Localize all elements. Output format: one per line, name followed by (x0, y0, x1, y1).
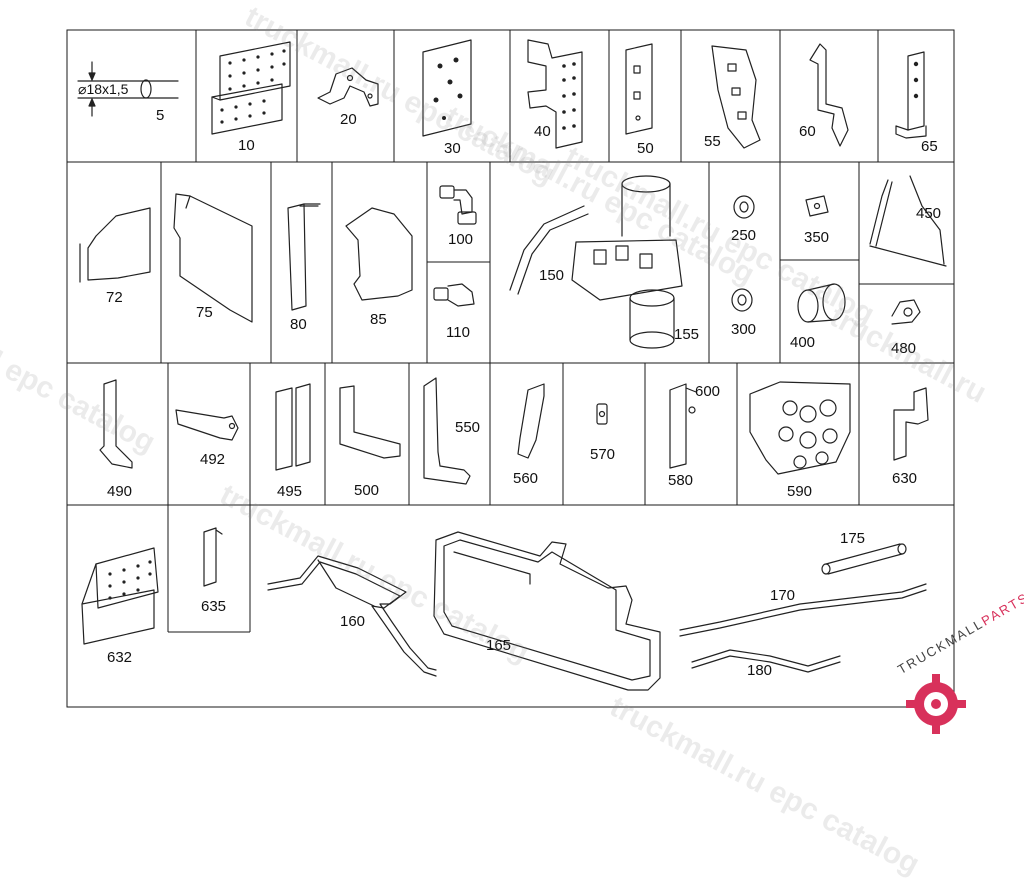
part-160-pipe (267, 555, 437, 677)
dimension-label: ⌀18x1,5 (78, 81, 129, 97)
part-570-clip (596, 403, 608, 425)
callout-350: 350 (804, 229, 830, 246)
part-635-bracket (203, 527, 223, 587)
callout-110: 110 (446, 324, 470, 341)
part-75-plate (173, 193, 253, 323)
callout-490: 490 (107, 483, 133, 500)
callout-550: 550 (455, 419, 481, 436)
part-580-bracket (669, 383, 697, 469)
part-50-plate (625, 43, 653, 135)
part-175-tube (821, 543, 907, 575)
part-55-plate (711, 45, 761, 149)
part-480-clamp (891, 299, 921, 325)
callout-632: 632 (107, 649, 133, 666)
part-170-pipe (679, 583, 927, 637)
callout-65: 65 (921, 138, 938, 155)
callout-150: 150 (539, 267, 565, 284)
part-632-plate (81, 547, 159, 645)
part-40-bracket (527, 39, 583, 149)
callout-300: 300 (731, 321, 757, 338)
callout-580: 580 (668, 472, 694, 489)
part-65-bracket (895, 51, 927, 139)
part-110-fitting (433, 283, 475, 307)
part-300-nut (731, 288, 753, 312)
callout-72: 72 (106, 289, 123, 306)
callout-50: 50 (637, 140, 654, 157)
part-560-bracket (517, 383, 545, 459)
part-180-pipe (691, 649, 841, 673)
callout-450: 450 (916, 205, 942, 222)
callout-30: 30 (444, 140, 461, 157)
callout-75: 75 (196, 304, 213, 321)
callout-492: 492 (200, 451, 226, 468)
part-495-bracket (275, 383, 311, 471)
part-80-bracket (287, 203, 321, 311)
part-630-bracket (893, 387, 929, 461)
callout-560: 560 (513, 470, 539, 487)
part-350-washer (805, 195, 829, 217)
brand-logo-icon (906, 674, 966, 734)
callout-155: 155 (674, 326, 700, 343)
part-590-plate (749, 381, 851, 475)
part-30-plate (422, 39, 472, 137)
part-5-pipe (77, 61, 179, 117)
callout-180: 180 (747, 662, 773, 679)
callout-630: 630 (892, 470, 918, 487)
diameter-icon: ⌀ (78, 81, 87, 97)
callout-570: 570 (590, 446, 616, 463)
part-20-bracket (317, 67, 379, 107)
callout-400: 400 (790, 334, 816, 351)
callout-590: 590 (787, 483, 813, 500)
callout-250: 250 (731, 227, 757, 244)
part-155-valve-assembly (571, 175, 683, 349)
part-165-pipe (433, 531, 661, 691)
callout-600: 600 (695, 383, 721, 400)
callout-635: 635 (201, 598, 227, 615)
callout-20: 20 (340, 111, 357, 128)
callout-165: 165 (486, 637, 512, 654)
part-10-plate (211, 41, 291, 135)
callout-80: 80 (290, 316, 307, 333)
callout-85: 85 (370, 311, 387, 328)
part-492-bracket (175, 409, 239, 441)
part-150-hose (509, 205, 589, 295)
part-490-bracket (99, 379, 133, 469)
callout-40: 40 (534, 123, 551, 140)
part-85-bracket (345, 207, 413, 301)
callout-100: 100 (448, 231, 474, 248)
callout-495: 495 (277, 483, 303, 500)
callout-170: 170 (770, 587, 796, 604)
part-72-plate (79, 207, 151, 283)
callout-500: 500 (354, 482, 380, 499)
part-60-bracket (809, 43, 849, 147)
callout-480: 480 (891, 340, 917, 357)
part-450-hose (869, 175, 947, 267)
part-600-nut (688, 406, 696, 414)
callout-60: 60 (799, 123, 816, 140)
diagram-drawing (66, 29, 966, 734)
part-400-sleeve (797, 283, 846, 323)
callout-5: 5 (156, 107, 165, 124)
callout-10: 10 (238, 137, 255, 154)
part-100-fitting (439, 185, 477, 225)
part-500-bracket (339, 385, 401, 459)
part-250-nut (733, 195, 755, 219)
callout-55: 55 (704, 133, 721, 150)
callout-175: 175 (840, 530, 866, 547)
part-550-bracket (423, 377, 471, 485)
callout-160: 160 (340, 613, 366, 630)
